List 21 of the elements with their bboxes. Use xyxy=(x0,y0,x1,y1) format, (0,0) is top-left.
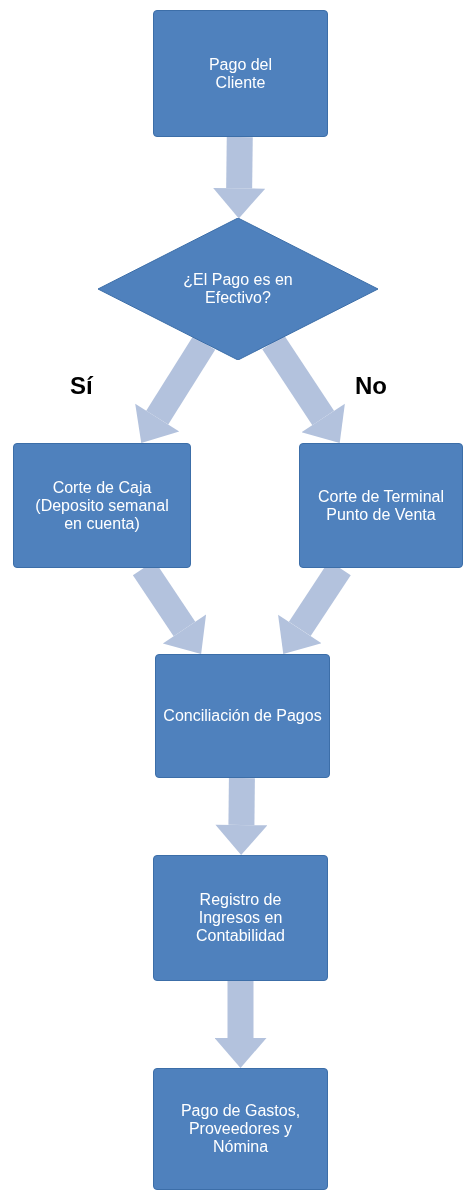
process-box xyxy=(13,443,191,568)
node-text: Corte de Caja (Deposito semanal en cuenta) xyxy=(34,478,170,533)
decision-diamond xyxy=(98,218,378,360)
node-text: Pago del Cliente xyxy=(207,55,274,92)
block-arrow xyxy=(214,981,267,1068)
process-box xyxy=(155,654,330,778)
block-arrow xyxy=(262,335,345,443)
edge-label: Sí xyxy=(70,371,93,401)
process-box xyxy=(299,443,463,568)
block-arrow xyxy=(213,136,266,219)
process-box xyxy=(153,1068,328,1190)
edge-label: No xyxy=(355,371,387,401)
block-arrow xyxy=(135,335,216,443)
node-text: Corte de Terminal Punto de Venta xyxy=(317,487,445,524)
node-text: Pago de Gastos, Proveedores y Nómina xyxy=(179,1102,302,1156)
node-text: ¿El Pago es en Efectivo? xyxy=(182,271,294,307)
process-box xyxy=(153,10,328,137)
process-box xyxy=(153,855,328,981)
node-text: Conciliación de Pagos xyxy=(163,707,322,725)
node-text: Registro de Ingresos en Contabilidad xyxy=(195,891,286,945)
block-arrow xyxy=(215,777,268,855)
